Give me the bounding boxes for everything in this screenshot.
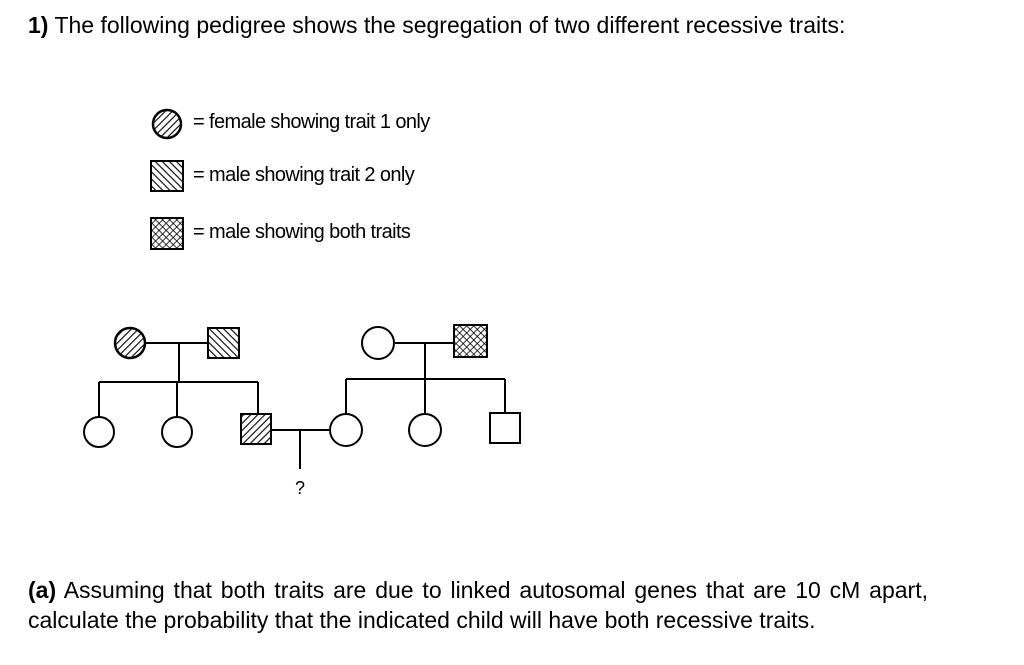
- generation-2-marriage: [271, 429, 330, 469]
- son-unaffected: [489, 412, 521, 444]
- question-a: (a) Assuming that both traits are due to…: [28, 575, 928, 635]
- grandfather-right-both-traits: [453, 324, 488, 358]
- question-heading: 1) The following pedigree shows the segr…: [28, 10, 845, 40]
- grandfather-left-trait2: [207, 327, 240, 359]
- daughter-2-unaffected: [161, 416, 193, 448]
- question-heading-text: The following pedigree shows the segrega…: [54, 12, 846, 38]
- legend-female-trait1-symbol: [151, 108, 183, 140]
- daughter-1-unaffected: [83, 416, 115, 448]
- legend-male-both-traits-label: = male showing both traits: [193, 221, 411, 243]
- daughter-3-unaffected: [329, 413, 363, 447]
- grandmother-right-unaffected: [361, 326, 395, 360]
- generation-1-right-couple: [345, 342, 506, 414]
- question-a-text: Assuming that both traits are due to lin…: [28, 577, 928, 633]
- son-trait1: [240, 413, 272, 445]
- question-a-label: (a): [28, 577, 57, 603]
- grandmother-left-trait1: [113, 326, 147, 360]
- question-number: 1): [28, 12, 49, 38]
- daughter-4-unaffected: [408, 413, 442, 447]
- generation-1-left-couple: [98, 342, 259, 417]
- legend-male-trait2-symbol: [150, 160, 184, 192]
- unknown-child-label: ?: [295, 478, 305, 498]
- legend-female-trait1-label: = female showing trait 1 only: [193, 111, 430, 133]
- legend-male-both-traits-symbol: [150, 217, 184, 250]
- legend-male-trait2-label: = male showing trait 2 only: [193, 164, 415, 186]
